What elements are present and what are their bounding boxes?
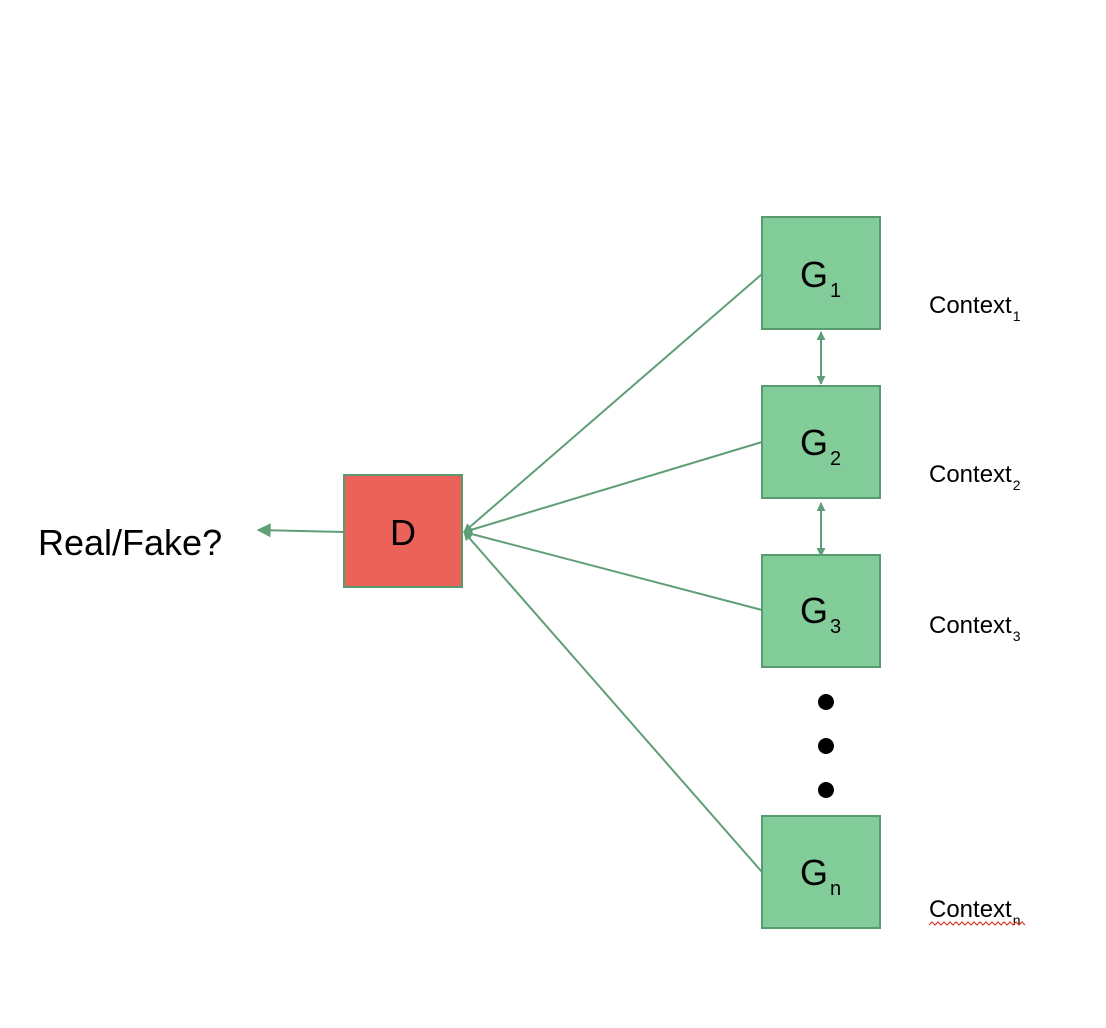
- generator-box-2: [761, 385, 881, 499]
- output-label: Real/Fake?: [38, 522, 222, 563]
- generator-letter-n: G: [800, 852, 828, 893]
- context-text-1: Context: [929, 292, 1012, 319]
- generator-letter-3: G: [800, 590, 828, 631]
- generator-subscript-1: 1: [830, 280, 841, 302]
- generator-letter-1: G: [800, 254, 828, 295]
- generator-subscript-3: 3: [830, 616, 841, 638]
- ellipsis-dot-3: [818, 782, 834, 798]
- edge-g1-to-d: [463, 273, 763, 533]
- edge-g3-to-d: [463, 529, 763, 611]
- context-text-2: Context: [929, 461, 1012, 488]
- spellcheck-underline: [928, 921, 1026, 926]
- context-label-n: Contextn: [929, 896, 1021, 928]
- edge-g2-to-d: [463, 441, 763, 534]
- edge-d-to-output: [256, 523, 345, 538]
- context-subscript-2: 2: [1013, 477, 1021, 493]
- edge-gn-to-d: [463, 531, 763, 873]
- discriminator-box: [343, 474, 463, 588]
- edges: [256, 273, 826, 873]
- context-subscript-3: 3: [1013, 628, 1021, 644]
- context-text-n: Context: [929, 896, 1012, 923]
- ellipsis-dot-2: [818, 738, 834, 754]
- vertical-ellipsis-icon: [818, 694, 834, 798]
- generator-subscript-n: n: [830, 878, 841, 900]
- context-text-3: Context: [929, 612, 1012, 639]
- discriminator-node: D: [343, 474, 463, 588]
- context-label-2: Context2: [929, 461, 1021, 493]
- discriminator-label: D: [390, 512, 416, 553]
- context-subscript-n: n: [1013, 912, 1021, 928]
- generator-box-3: [761, 554, 881, 668]
- generator-box-1: [761, 216, 881, 330]
- context-subscript-1: 1: [1013, 308, 1021, 324]
- generator-box-n: [761, 815, 881, 929]
- generator-subscript-2: 2: [830, 448, 841, 470]
- context-label-1: Context1: [929, 292, 1021, 324]
- ellipsis-dot-1: [818, 694, 834, 710]
- generator-letter-2: G: [800, 422, 828, 463]
- context-label-3: Context3: [929, 612, 1021, 644]
